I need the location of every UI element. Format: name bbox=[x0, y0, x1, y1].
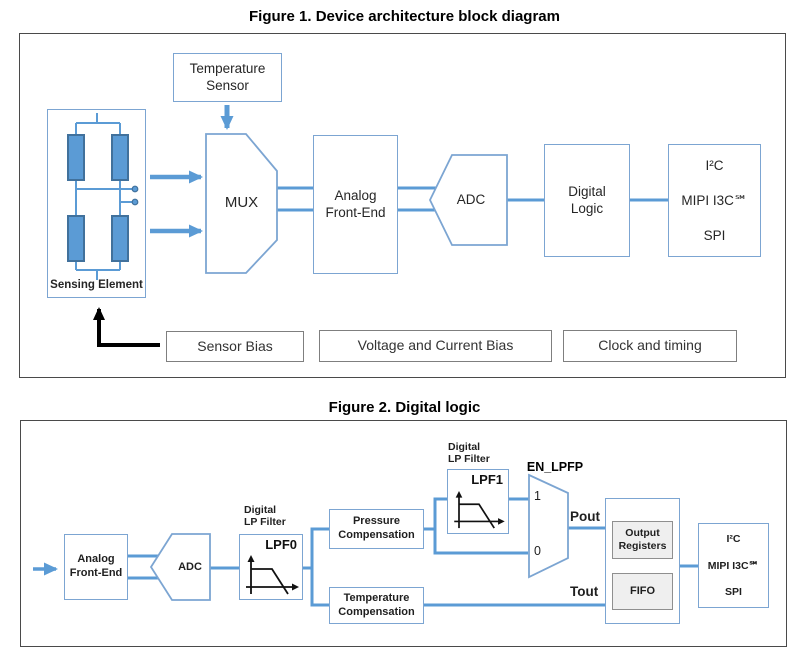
analog-front-end2-label: Analog Front-End bbox=[69, 553, 123, 579]
lpf1-block: LPF1 bbox=[447, 469, 509, 534]
digital-logic-block: Digital Logic bbox=[544, 144, 630, 257]
mux-input-0-label: 0 bbox=[534, 544, 541, 558]
analog-front-end-block: Analog Front-End bbox=[313, 135, 398, 274]
pressure-compensation-block: Pressure Compensation bbox=[329, 509, 424, 549]
interface-i2c: I²C bbox=[705, 158, 724, 173]
interface2-block: I²C MIPI I3C℠ SPI bbox=[698, 523, 769, 608]
fifo-block: FIFO bbox=[612, 573, 673, 610]
lpf0-label: LPF0 bbox=[265, 537, 297, 552]
sensor-bias-label: Sensor Bias bbox=[197, 337, 273, 354]
voltage-current-bias-label: Voltage and Current Bias bbox=[357, 337, 514, 354]
adc-label: ADC bbox=[456, 191, 486, 207]
fifo-label: FIFO bbox=[629, 584, 656, 597]
lpf0-caption: Digital LP Filter bbox=[244, 504, 286, 528]
interface-spi: SPI bbox=[703, 228, 726, 243]
sensing-element-label: Sensing Element bbox=[50, 278, 143, 291]
mux-input-1-label: 1 bbox=[534, 489, 541, 503]
temperature-compensation-label: Temperature Compensation bbox=[338, 591, 415, 618]
output-registers-label: Output Registers bbox=[618, 526, 667, 552]
digital-logic-label: Digital Logic bbox=[568, 183, 606, 216]
interface2-i2c: I²C bbox=[726, 533, 741, 545]
analog-front-end-label: Analog Front-End bbox=[325, 187, 386, 220]
lowpass-filter-icon bbox=[454, 490, 505, 529]
temperature-sensor-block: Temperature Sensor bbox=[173, 53, 282, 102]
interface-block: I²C MIPI I3C℠ SPI bbox=[668, 144, 761, 257]
interface2-mipi-i3c: MIPI I3C℠ bbox=[707, 559, 760, 572]
en-lpfp-label: EN_LPFP bbox=[526, 460, 584, 474]
pout-label: Pout bbox=[570, 509, 600, 524]
pressure-compensation-label: Pressure Compensation bbox=[338, 515, 415, 541]
mux-label: MUX bbox=[224, 194, 259, 211]
tout-label: Tout bbox=[570, 584, 599, 599]
interface-mipi-i3c: MIPI I3C℠ bbox=[681, 192, 748, 208]
interface2-spi: SPI bbox=[725, 586, 742, 598]
figure1-title: Figure 1. Device architecture block diag… bbox=[249, 8, 560, 25]
clock-timing-block: Clock and timing bbox=[563, 330, 737, 362]
temperature-compensation-block: Temperature Compensation bbox=[329, 587, 424, 624]
adc2-label: ADC bbox=[178, 561, 202, 574]
lowpass-filter-icon bbox=[246, 555, 299, 595]
output-registers-block: Output Registers bbox=[612, 521, 673, 559]
analog-front-end2-block: Analog Front-End bbox=[64, 534, 128, 600]
temperature-sensor-label: Temperature Sensor bbox=[189, 60, 266, 93]
sensing-element-block: Sensing Element bbox=[47, 109, 146, 298]
lpf1-caption: Digital LP Filter bbox=[448, 441, 490, 465]
lpf1-label: LPF1 bbox=[471, 472, 503, 487]
clock-timing-label: Clock and timing bbox=[598, 337, 702, 354]
voltage-current-bias-block: Voltage and Current Bias bbox=[319, 330, 552, 362]
sensor-bias-block: Sensor Bias bbox=[166, 331, 304, 362]
lpf0-block: LPF0 bbox=[239, 534, 303, 600]
figure2-title: Figure 2. Digital logic bbox=[328, 399, 481, 416]
